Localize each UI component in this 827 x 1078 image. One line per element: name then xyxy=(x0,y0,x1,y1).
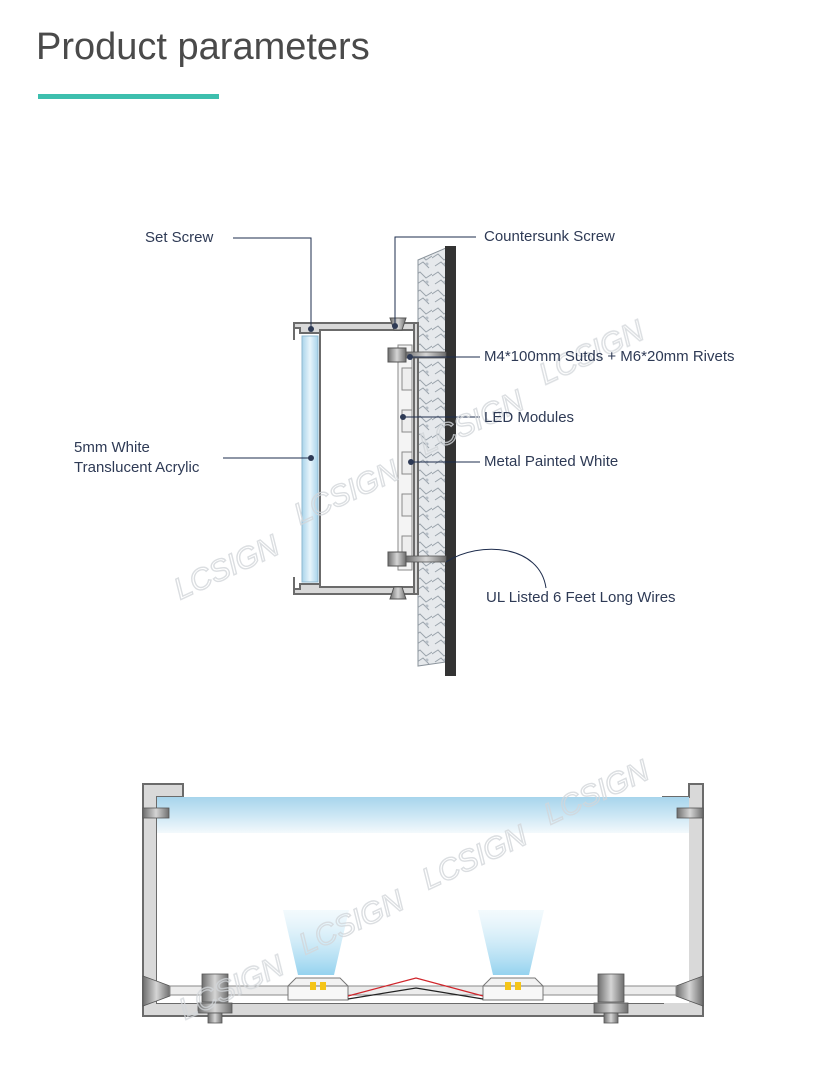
stud-rivet-top xyxy=(387,347,447,363)
page-title: Product parameters xyxy=(36,26,370,68)
light-beam-left xyxy=(283,910,349,975)
led-wires xyxy=(347,977,484,1000)
led-modules xyxy=(397,344,413,571)
label-wires: UL Listed 6 Feet Long Wires xyxy=(486,589,676,606)
svg-text:LCSIGN: LCSIGN xyxy=(169,529,284,606)
leader-lines xyxy=(223,236,547,589)
label-countersunk-screw: Countersunk Screw xyxy=(484,228,615,245)
front-section-diagram xyxy=(142,783,704,1024)
label-acrylic-line1: 5mm White xyxy=(74,439,150,456)
light-beam-right xyxy=(478,910,544,975)
stud-rivet-bottom xyxy=(387,551,447,567)
label-set-screw: Set Screw xyxy=(145,229,214,246)
label-acrylic-line2: Translucent Acrylic xyxy=(74,459,200,476)
label-led-modules: LED Modules xyxy=(484,409,575,426)
led-module-left xyxy=(286,977,350,1001)
led-module-right xyxy=(481,977,545,1001)
stone-wall xyxy=(417,246,456,676)
leader-dots xyxy=(308,323,414,465)
title-underline xyxy=(38,94,219,99)
set-screws xyxy=(142,807,704,819)
label-studs-rivets: M4*100mm Sutds + M6*20mm Rivets xyxy=(484,348,735,365)
acrylic-sheet xyxy=(157,797,689,833)
studs xyxy=(197,973,629,1024)
label-metal: Metal Painted White xyxy=(484,453,619,470)
bottom-countersunk-screws xyxy=(142,975,704,1007)
metal-frame xyxy=(293,322,419,595)
